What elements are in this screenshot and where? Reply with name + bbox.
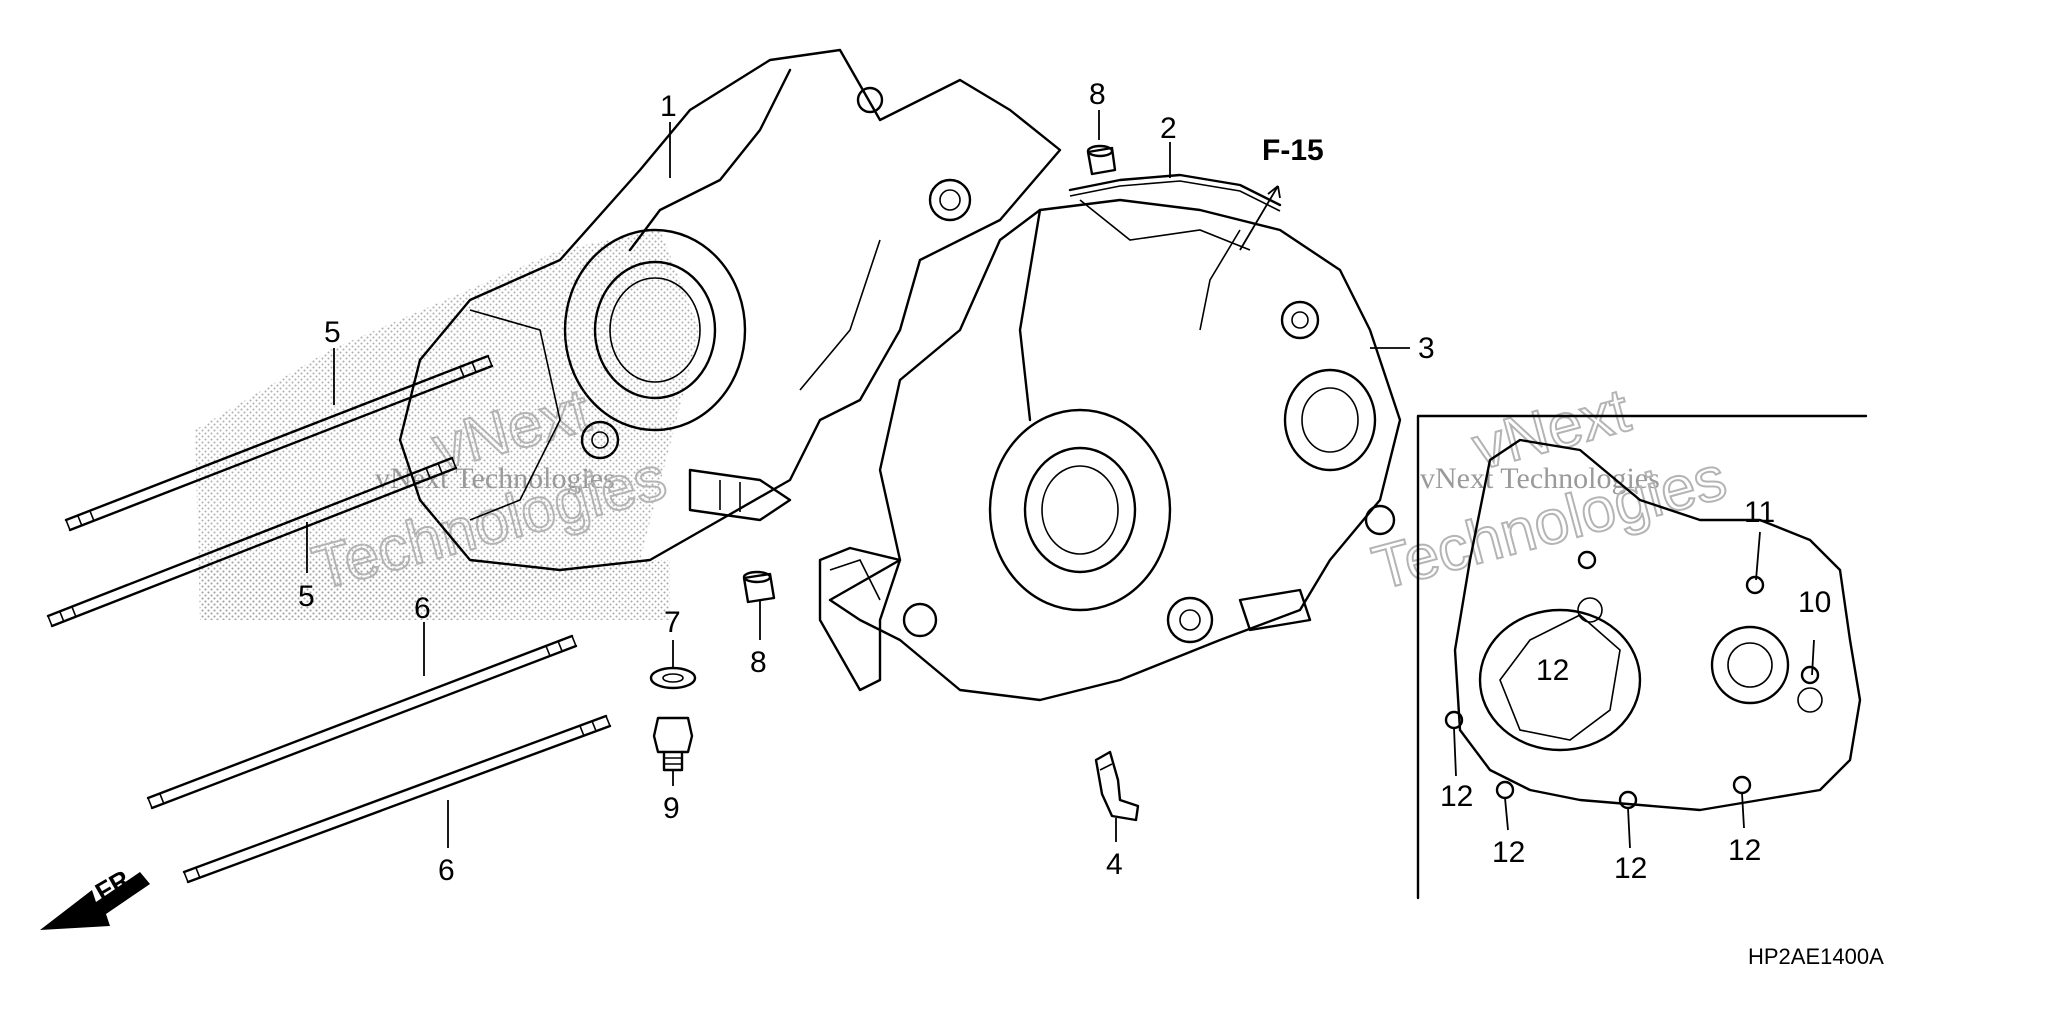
callout-12: 12 <box>1614 852 1647 885</box>
callout-2: 2 <box>1160 112 1177 145</box>
drain-bolt <box>652 716 694 772</box>
crankcase-gasket <box>818 173 1282 692</box>
callout-12: 12 <box>1728 834 1761 867</box>
dotted-logo-watermark <box>195 230 700 620</box>
stud-bolt <box>64 354 494 532</box>
stud-bolt <box>146 634 578 810</box>
left-crankcase <box>398 48 1062 572</box>
callout-1: 1 <box>660 90 677 123</box>
stud-bolt <box>182 714 612 884</box>
watermark-text: vNext Technologies <box>375 462 615 495</box>
callout-12: 12 <box>1536 654 1569 687</box>
cable-clamp <box>1094 750 1140 822</box>
sealing-washer <box>649 666 697 690</box>
reference-label: F-15 <box>1262 134 1324 167</box>
callout-8: 8 <box>750 646 767 679</box>
front-direction-arrow <box>40 872 150 930</box>
inset-crankcase-view <box>1444 438 1862 812</box>
callout-10: 10 <box>1798 586 1831 619</box>
callout-11: 11 <box>1744 496 1775 529</box>
callout-12: 12 <box>1492 836 1525 869</box>
callout-8: 8 <box>1089 78 1106 111</box>
callout-7: 7 <box>664 606 681 639</box>
direction-label: FR. <box>90 860 141 907</box>
dowel-pin <box>1086 144 1117 176</box>
callout-12: 12 <box>1440 780 1473 813</box>
callout-9: 9 <box>663 792 680 825</box>
inset-frame <box>1416 414 1868 900</box>
callout-6: 6 <box>438 854 455 887</box>
right-crankcase <box>828 198 1402 702</box>
stud-bolt <box>46 456 458 628</box>
callout-6: 6 <box>414 592 431 625</box>
callout-5: 5 <box>298 580 315 613</box>
callout-3: 3 <box>1418 332 1435 365</box>
watermark-text: vNext Technologies <box>1420 462 1660 495</box>
callout-4: 4 <box>1106 848 1123 881</box>
dowel-pin <box>742 570 776 604</box>
leader-lines <box>306 110 1815 849</box>
diagram-code: HP2AE1400A <box>1748 944 1884 969</box>
callout-5: 5 <box>324 316 341 349</box>
